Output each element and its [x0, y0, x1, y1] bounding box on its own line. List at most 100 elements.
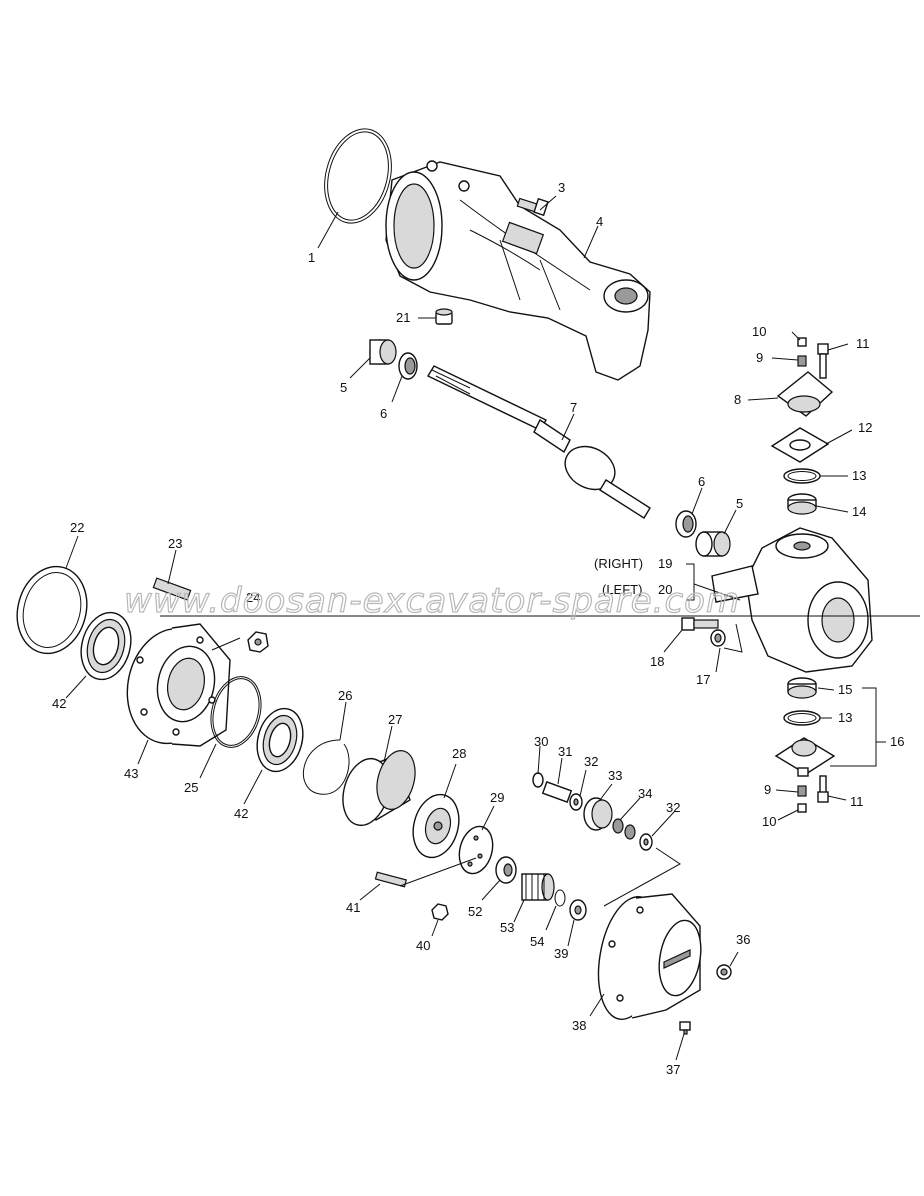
callout-24: 24	[246, 590, 260, 605]
part-washer-32b	[639, 833, 653, 851]
part-carrier-gear-28	[412, 793, 460, 859]
part-grease-nipple-9b	[797, 785, 807, 797]
part-bolt-11b	[817, 775, 829, 803]
label-right: (RIGHT)	[594, 556, 643, 571]
part-wheel-hub-43	[126, 623, 231, 747]
callout-16: 16	[890, 734, 904, 749]
part-kingpin-lower-16	[774, 737, 836, 777]
callout-18: 18	[650, 654, 664, 669]
part-bushing-5b	[695, 531, 731, 557]
callout-3: 3	[558, 180, 565, 195]
callout-23: 23	[168, 536, 182, 551]
callout-5b: 5	[736, 496, 743, 511]
callout-9a: 9	[756, 350, 763, 365]
callout-37: 37	[666, 1062, 680, 1077]
callout-19: 19	[658, 556, 672, 571]
part-bearing-14	[787, 493, 817, 515]
callout-28: 28	[452, 746, 466, 761]
callout-10b: 10	[762, 814, 776, 829]
part-thrust-plate-29	[458, 825, 494, 875]
callout-33: 33	[608, 768, 622, 783]
part-seal-6b	[675, 510, 697, 538]
part-axle-housing-4	[385, 160, 651, 381]
part-washer-30	[532, 772, 544, 788]
part-bearing-42a	[80, 611, 132, 681]
callout-6a: 6	[380, 406, 387, 421]
callout-6b: 6	[698, 474, 705, 489]
part-shim-12	[770, 427, 830, 463]
callout-1: 1	[308, 250, 315, 265]
callout-5a: 5	[340, 380, 347, 395]
part-plug-21	[435, 308, 453, 325]
callout-43: 43	[124, 766, 138, 781]
part-cap-10a	[797, 337, 807, 347]
part-nut-40	[431, 903, 449, 921]
callout-32b: 32	[666, 800, 680, 815]
callout-15: 15	[838, 682, 852, 697]
callout-29: 29	[490, 790, 504, 805]
part-ring-gear-27	[342, 750, 416, 827]
callout-8: 8	[734, 392, 741, 407]
callout-40: 40	[416, 938, 430, 953]
leader-lines	[65, 195, 920, 1061]
part-bushing-5a	[369, 339, 397, 365]
label-left: (LEFT)	[602, 582, 642, 597]
callout-21: 21	[396, 310, 410, 325]
part-cap-10b	[797, 803, 807, 813]
part-plug-36	[716, 964, 732, 980]
callout-25: 25	[184, 780, 198, 795]
part-washer-39	[569, 899, 587, 921]
callout-13a: 13	[852, 468, 866, 483]
part-needle-bearing-34	[612, 818, 636, 840]
callout-53: 53	[500, 920, 514, 935]
callout-13b: 13	[838, 710, 852, 725]
callout-9b: 9	[764, 782, 771, 797]
callout-17: 17	[696, 672, 710, 687]
part-nut-24	[247, 631, 269, 653]
part-bearing-42b	[256, 707, 304, 773]
callout-31: 31	[558, 744, 572, 759]
callout-27: 27	[388, 712, 402, 727]
part-bearing-15	[787, 677, 817, 699]
callout-20: 20	[658, 582, 672, 597]
callout-22: 22	[70, 520, 84, 535]
callout-14: 14	[852, 504, 866, 519]
callout-7: 7	[570, 400, 577, 415]
callout-labels: 1 3 4 21 5 6 7 6 5 10 11 9 8 12 13 14 19…	[52, 180, 904, 1077]
part-grease-nipple-9a	[797, 355, 807, 367]
part-o-ring-13a	[783, 468, 821, 484]
part-bolt-18	[681, 617, 719, 631]
part-snap-ring-54	[554, 889, 566, 907]
part-kingpin-cap-8	[776, 371, 834, 417]
callout-38: 38	[572, 1018, 586, 1033]
callout-52: 52	[468, 904, 482, 919]
callout-42a: 42	[52, 696, 66, 711]
part-o-ring-13b	[783, 710, 821, 726]
callout-41: 41	[346, 900, 360, 915]
part-washer-32a	[569, 793, 583, 811]
part-pin-31	[541, 781, 573, 803]
callout-10a: 10	[752, 324, 766, 339]
part-planet-cover-38	[597, 893, 702, 1020]
part-sun-gear-53	[521, 873, 555, 901]
callout-11b: 11	[850, 794, 864, 809]
callout-32a: 32	[584, 754, 598, 769]
part-snap-ring-26	[303, 739, 350, 795]
callout-4: 4	[596, 214, 603, 229]
part-thrust-washer-52	[495, 856, 517, 884]
callout-42b: 42	[234, 806, 248, 821]
part-steering-knuckle	[711, 527, 873, 673]
callout-30: 30	[534, 734, 548, 749]
part-bolt-11a	[817, 343, 829, 379]
part-planet-gear-33	[583, 797, 613, 831]
part-stud-23	[152, 577, 192, 601]
part-nut-17	[710, 629, 726, 647]
part-o-ring-25	[210, 676, 262, 748]
callout-11a: 11	[856, 336, 870, 351]
part-stud-41	[374, 871, 408, 888]
watermark: www.doosan-excavator-spare.com	[124, 581, 740, 621]
callout-34: 34	[638, 786, 652, 801]
callout-12: 12	[858, 420, 872, 435]
part-bolt-3	[516, 197, 549, 217]
